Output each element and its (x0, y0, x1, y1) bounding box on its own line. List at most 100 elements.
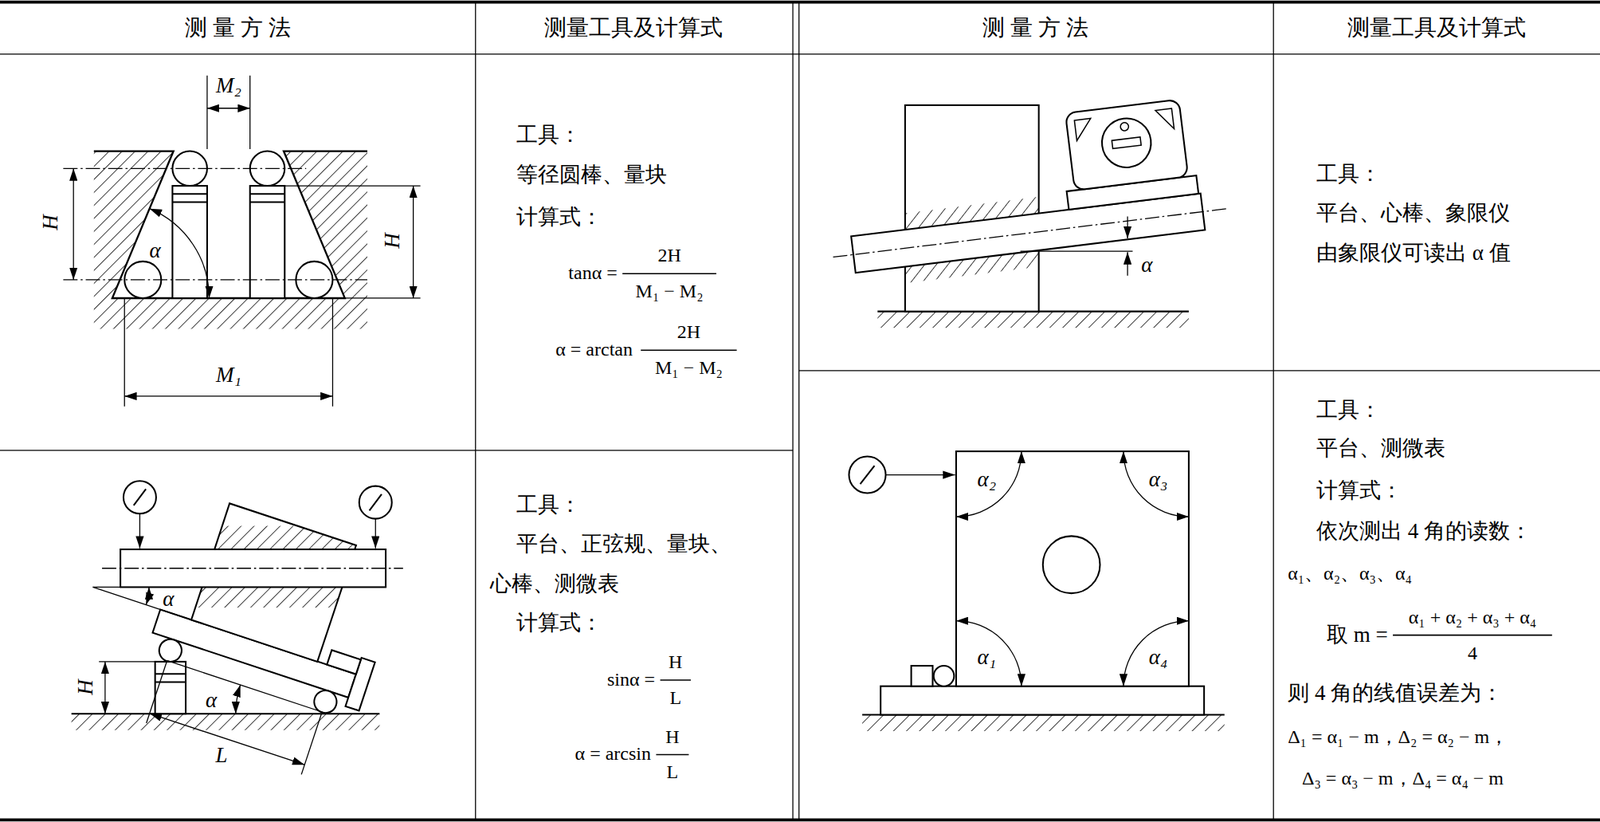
drawing-g (905, 176, 1040, 289)
formula-text: Δ₁ = α₁ − m，Δ₂ = α₂ − m， (1287, 725, 1509, 749)
drawing-line (1126, 216, 1128, 240)
drawing-line (375, 518, 377, 549)
drawing-circle (156, 635, 185, 665)
column-header: 测量工具及计算式 (544, 14, 723, 40)
drawing-path (145, 586, 150, 604)
tool-heading: 工具： (1316, 397, 1381, 423)
formula-text: α = arctan (555, 338, 633, 361)
drawing-g (886, 450, 1189, 687)
drawing-line (886, 474, 956, 475)
drawing-line (474, 2, 476, 820)
drawing-g (146, 661, 322, 774)
drawing-line (124, 395, 333, 397)
drawing-line (0, 53, 1600, 55)
formula-denominator: M₁ − M₂ (635, 280, 704, 303)
drawing-line (1273, 2, 1275, 820)
column-header: 测 量 方 法 (982, 14, 1089, 40)
drawing-path (1074, 118, 1093, 142)
drawing-line (93, 586, 193, 620)
drawing-rect (880, 686, 1204, 715)
angle-label: α (205, 687, 217, 713)
note-text: 由象限仪可读出 α 值 (1316, 240, 1511, 266)
angle-label: α₃ (1149, 466, 1169, 492)
drawing-path (1155, 108, 1174, 131)
drawing-circle (1120, 121, 1130, 131)
drawing-line (250, 192, 286, 195)
drawing-line (412, 185, 414, 299)
drawing-line (1392, 634, 1553, 636)
formula-numerator: 2H (657, 245, 681, 268)
drawing-polygon (94, 151, 368, 330)
drawing-line (0, 818, 1600, 822)
drawing-line (369, 494, 382, 510)
tool-list: 平台、测微表 (1316, 436, 1446, 462)
drawing-line (640, 349, 737, 352)
drawing-rect (956, 450, 1189, 687)
formula-text: Δ₃ = α₃ − m，Δ₄ = α₄ − m (1301, 767, 1504, 790)
drawing-line (249, 75, 251, 150)
drawing-path (1123, 620, 1189, 687)
formula-numerator: H (668, 650, 683, 674)
dimension-label: M₁ (215, 363, 242, 389)
drawing-rect (862, 714, 1225, 731)
formula-numerator: α₁ + α₂ + α₃ + α₄ (1408, 606, 1537, 629)
drawing-line (622, 272, 717, 275)
drawing-rect (326, 649, 361, 674)
drawing-path (956, 450, 1022, 517)
drawing-rect (877, 311, 1189, 328)
drawing-line (833, 208, 1229, 258)
drawing-polyline (94, 151, 368, 299)
dimension-label: H (380, 231, 406, 251)
drawing-path (1123, 450, 1189, 517)
fraction-bars (622, 273, 1553, 754)
drawing-path (235, 684, 241, 714)
drawing-g (1020, 216, 1134, 276)
formula-text: α = arcsin (575, 743, 651, 766)
drawing-line (1126, 251, 1128, 275)
formula-numerator: 2H (677, 321, 701, 345)
note-text: 依次测出 4 角的读数： (1316, 519, 1532, 545)
dimension-label: M₂ (215, 73, 242, 99)
drawing-rect (911, 665, 934, 687)
drawing-rect (152, 525, 398, 550)
angle-label: α (149, 238, 161, 263)
formula-denominator: L (669, 686, 682, 710)
drawing-line (0, 0, 1600, 4)
formula-heading: 计算式： (516, 611, 603, 636)
formula-denominator: 4 (1467, 642, 1478, 665)
drawing-line (73, 168, 75, 280)
note-text: 则 4 角的线值误差为： (1287, 680, 1503, 706)
drawing-line (71, 712, 381, 714)
angle-label: α (162, 586, 174, 612)
tool-list: 等径圆棒、量块 (516, 163, 667, 189)
drawing-line (799, 369, 1600, 371)
formula-denominator: L (666, 761, 679, 785)
drawing-rect (250, 185, 286, 299)
drawing-line (284, 184, 420, 186)
drawing-line (655, 753, 689, 756)
drawing-line (155, 672, 186, 675)
sine-bar-figure (71, 480, 404, 785)
tool-heading: 工具： (516, 123, 581, 149)
drawing-line (133, 488, 146, 505)
angle-label: α₄ (1149, 644, 1169, 670)
drawing-line (792, 2, 793, 820)
drawing-line (332, 298, 334, 407)
formula-text: sinα = (607, 668, 655, 691)
formula-numerator: H (665, 725, 679, 749)
drawing-path (149, 208, 210, 299)
drawing-circle (123, 480, 157, 514)
square-block-figure (848, 450, 1224, 731)
drawing-line (98, 660, 155, 662)
tool-list: 心棒、测微表 (490, 571, 620, 597)
drawing-line (0, 449, 793, 451)
drawing-line (1020, 250, 1134, 251)
drawing-circle (1098, 115, 1154, 171)
drawing-circle (848, 455, 886, 493)
drawing-line (798, 2, 800, 820)
drawing-rect (172, 185, 208, 299)
drawing-line (93, 586, 122, 588)
tool-list: 平台、心棒、象限仪 (1316, 200, 1510, 226)
drawing-circle (311, 686, 341, 716)
